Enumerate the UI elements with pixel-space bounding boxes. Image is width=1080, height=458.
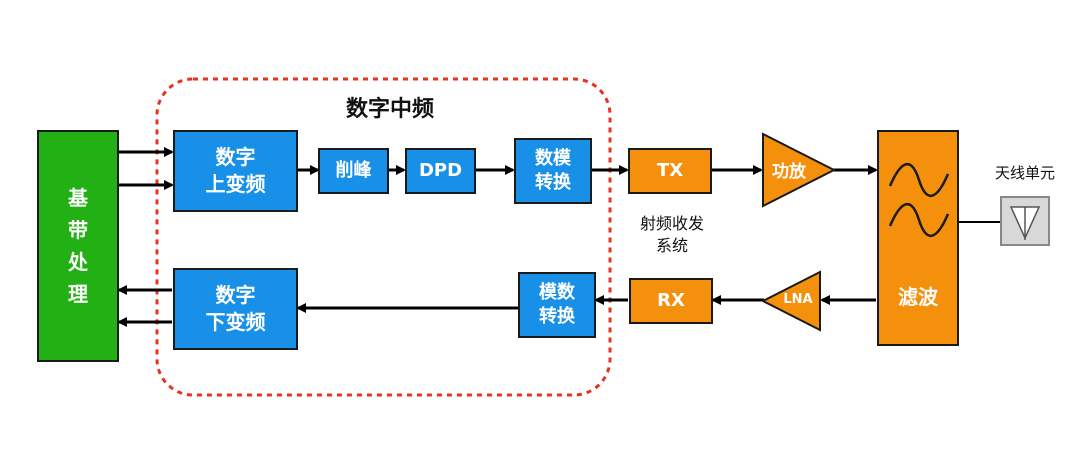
duc-line-2: 上变频 bbox=[205, 172, 266, 196]
baseband-char-4: 理 bbox=[68, 282, 88, 306]
baseband-char-1: 基 bbox=[68, 186, 88, 210]
adc-line-1: 模数 bbox=[539, 281, 575, 303]
pa-label: 功放 bbox=[772, 162, 806, 182]
antenna-label: 天线单元 bbox=[994, 164, 1055, 182]
dac-line-1: 数模 bbox=[535, 147, 571, 169]
dac-block: 数模 转换 bbox=[514, 138, 592, 204]
dpd-block: DPD bbox=[405, 148, 476, 194]
digital-if-title: 数字中频 bbox=[345, 97, 434, 122]
rf-transceiver-line-2: 系统 bbox=[655, 236, 688, 256]
cfr-label: 削峰 bbox=[335, 159, 372, 181]
adc-line-2: 转换 bbox=[539, 306, 575, 327]
rf-transceiver-label: 射频收发 系统 bbox=[612, 213, 732, 258]
digital-if-boundary bbox=[155, 77, 612, 397]
rx-label: RX bbox=[657, 289, 685, 311]
baseband-block: 基 带 处 理 bbox=[37, 130, 119, 362]
duc-line-1: 数字 bbox=[215, 145, 256, 169]
ddc-block: 数字 下变频 bbox=[173, 268, 298, 350]
tx-block: TX bbox=[628, 148, 712, 194]
dpd-label: DPD bbox=[418, 159, 463, 181]
rx-block: RX bbox=[629, 278, 713, 324]
duc-block: 数字 上变频 bbox=[173, 130, 298, 212]
cfr-block: 削峰 bbox=[318, 148, 389, 194]
lna-triangle bbox=[760, 270, 821, 332]
filter-wave-icon bbox=[888, 163, 950, 237]
dac-line-2: 转换 bbox=[535, 172, 571, 193]
lna-label: LNA bbox=[783, 292, 813, 307]
ddc-line-2: 下变频 bbox=[205, 310, 266, 334]
baseband-char-3: 处 bbox=[68, 250, 88, 274]
baseband-char-2: 带 bbox=[68, 218, 88, 242]
ddc-line-1: 数字 bbox=[215, 283, 256, 307]
adc-block: 模数 转换 bbox=[518, 272, 596, 338]
filter-label: 滤波 bbox=[898, 285, 938, 309]
rf-transceiver-line-1: 射频收发 bbox=[639, 214, 704, 233]
filter-block: 滤波 bbox=[877, 130, 959, 346]
tx-label: TX bbox=[656, 159, 684, 181]
pa-triangle bbox=[762, 132, 837, 208]
